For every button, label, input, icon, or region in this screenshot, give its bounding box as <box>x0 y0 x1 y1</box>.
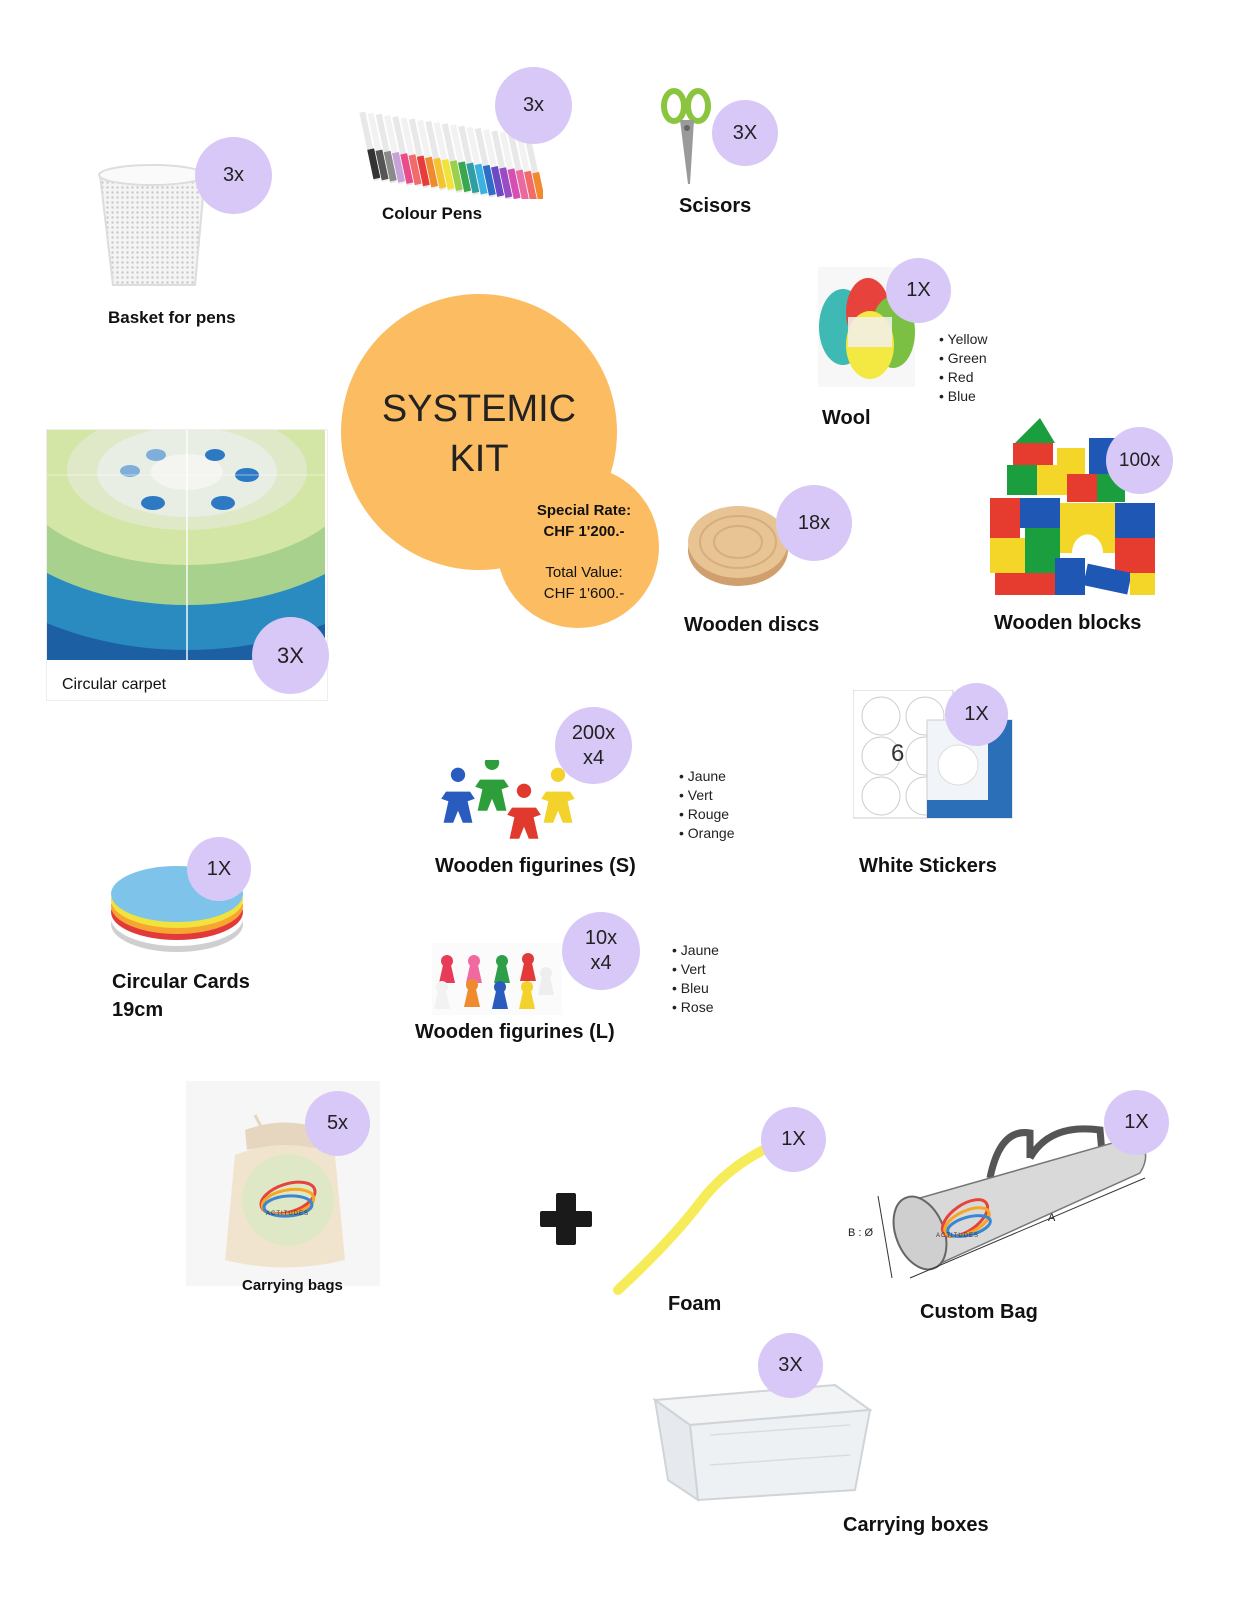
blocks-qty-badge: 100x <box>1106 427 1173 494</box>
wool-color-item: Green <box>948 349 991 368</box>
bags-image <box>225 1114 345 1268</box>
scissors-label: Scisors <box>679 195 752 217</box>
figurines-s-color-item: Rouge <box>688 805 738 824</box>
wool-color-item: Yellow <box>948 330 991 349</box>
carpet-qty-badge: 3X <box>252 617 329 694</box>
wool-color-item: Blue <box>948 387 991 406</box>
cards-label-line1: Circular Cards <box>112 971 250 993</box>
boxes-qty-badge: 3X <box>758 1333 823 1398</box>
figurines-s-label: Wooden figurines (S) <box>435 855 636 877</box>
basket-label: Basket for pens <box>108 308 236 327</box>
figurines-l-color-item: Vert <box>681 960 722 979</box>
special-rate-value: CHF 1'200.- <box>543 523 625 540</box>
foam-image <box>613 1143 772 1295</box>
kit-title-line1: SYSTEMIC <box>381 388 577 430</box>
kit-price-circle <box>497 466 659 628</box>
custom-bag-logo-text: ACTITUDES <box>936 1233 980 1239</box>
stickers-sheet-number: 6 <box>891 740 905 767</box>
cards-label-line2: 19cm <box>112 999 164 1021</box>
foam-label: Foam <box>668 1293 722 1315</box>
custom-bag-label: Custom Bag <box>920 1301 1038 1323</box>
discs-qty-badge: 18x <box>776 485 852 561</box>
scissors-qty-badge: 3X <box>712 100 778 166</box>
custom-bag-dim-a: A <box>1048 1212 1056 1224</box>
figurines-s-color-item: Jaune <box>688 767 738 786</box>
figurines-l-color-item: Bleu <box>681 979 722 998</box>
bags-qty-badge: 5x <box>305 1091 370 1156</box>
figurines-l-qty-line1: 10x <box>584 927 618 949</box>
foam-qty-badge: 1X <box>761 1107 826 1172</box>
custom-bag-qty-badge: 1X <box>1104 1090 1169 1155</box>
carpet-label: Circular carpet <box>62 676 167 693</box>
bags-label: Carrying bags <box>242 1277 343 1294</box>
discs-image <box>688 506 788 586</box>
total-value-value: CHF 1'600.- <box>543 585 625 602</box>
bags-logo-text: ACTITUDES <box>266 1211 310 1217</box>
figurines-l-colors: Jaune Vert Bleu Rose <box>670 941 722 1017</box>
figurines-s-image <box>441 760 575 839</box>
stickers-label: White Stickers <box>859 855 997 877</box>
cards-qty-badge: 1X <box>187 837 251 901</box>
kit-title: SYSTEMIC KIT <box>341 384 617 484</box>
scissors-image <box>661 88 711 184</box>
discs-label: Wooden discs <box>684 614 820 636</box>
special-rate-label: Special Rate: <box>536 502 632 519</box>
basket-image <box>98 164 207 286</box>
stickers-qty-badge: 1X <box>945 683 1008 746</box>
boxes-label: Carrying boxes <box>843 1514 989 1536</box>
boxes-image <box>652 1383 873 1503</box>
cards-label: Circular Cards 19cm <box>112 968 250 1024</box>
plus-icon <box>540 1193 592 1245</box>
wool-qty-badge: 1X <box>886 258 951 323</box>
figurines-l-qty-badge: 10x x4 <box>562 912 640 990</box>
pens-label: Colour Pens <box>382 204 483 223</box>
total-value-label: Total Value: <box>545 564 623 581</box>
basket-qty-badge: 3x <box>195 137 272 214</box>
figurines-l-image <box>432 943 562 1015</box>
pens-image <box>359 111 543 199</box>
wool-colors: Yellow Green Red Blue <box>937 330 991 406</box>
figurines-s-color-item: Orange <box>688 824 738 843</box>
figurines-s-qty-line1: 200x <box>571 721 616 744</box>
figurines-s-color-item: Vert <box>688 786 738 805</box>
figurines-s-colors: Jaune Vert Rouge Orange <box>677 767 738 843</box>
wool-image <box>818 267 915 387</box>
figurines-s-qty-badge: 200x x4 <box>555 707 632 784</box>
wool-label: Wool <box>822 407 871 429</box>
figurines-l-qty-line2: x4 <box>590 952 612 974</box>
custom-bag-dim-b: B : Ø <box>848 1227 874 1239</box>
figurines-s-qty-line2: x4 <box>582 746 605 769</box>
blocks-label: Wooden blocks <box>994 612 1142 634</box>
pens-qty-badge: 3x <box>495 67 572 144</box>
kit-title-line2: KIT <box>449 438 509 480</box>
figurines-l-color-item: Jaune <box>681 941 722 960</box>
wool-color-item: Red <box>948 368 991 387</box>
figurines-l-label: Wooden figurines (L) <box>415 1021 615 1043</box>
figurines-l-color-item: Rose <box>681 998 722 1017</box>
kit-pricing: Special Rate: CHF 1'200.- Total Value: C… <box>519 500 649 604</box>
